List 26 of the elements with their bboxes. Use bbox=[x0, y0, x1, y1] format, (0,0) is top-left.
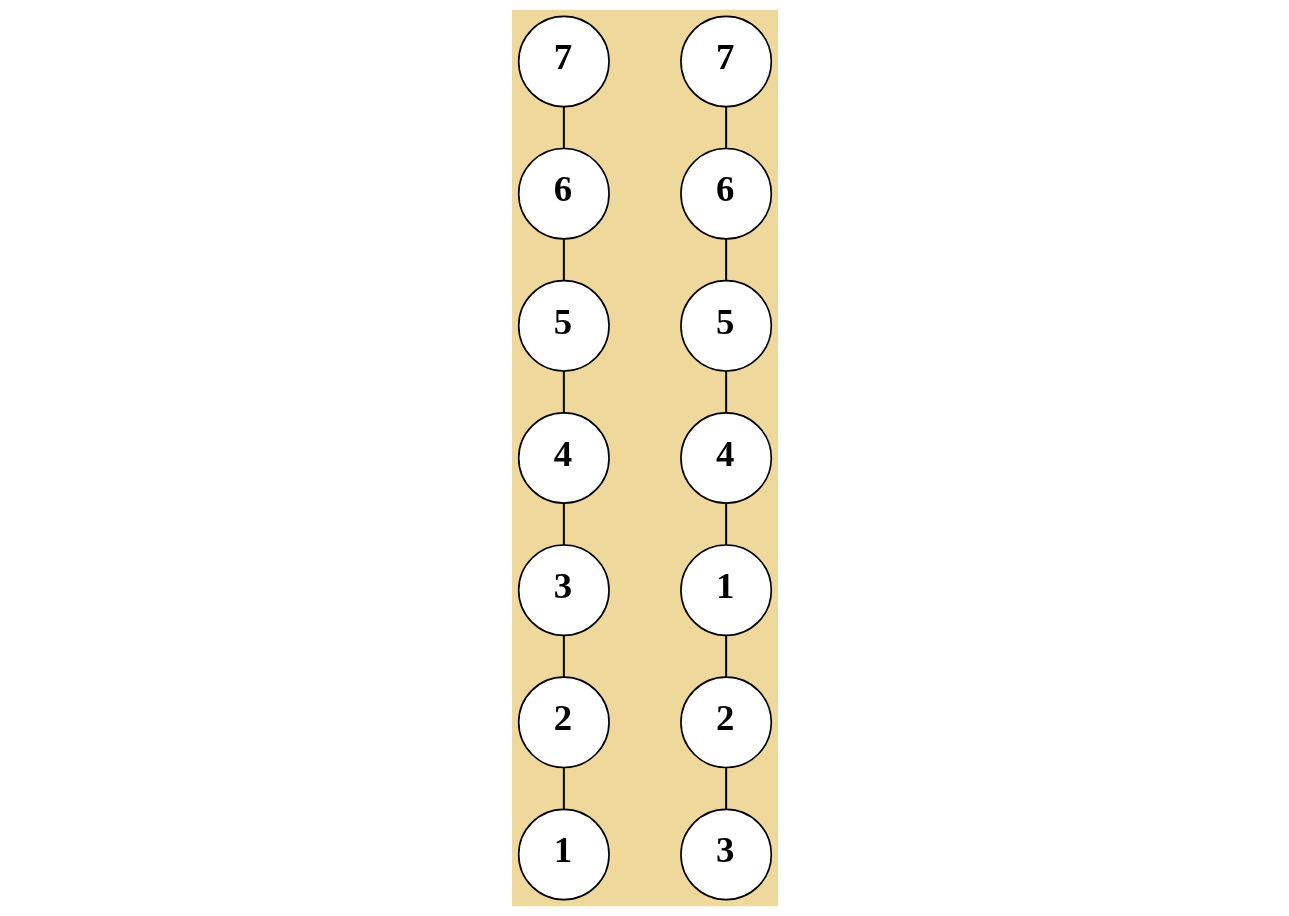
connector bbox=[724, 503, 727, 545]
node-circle: 6 bbox=[517, 147, 610, 240]
node-circle: 4 bbox=[517, 412, 610, 504]
node-circle: 1 bbox=[679, 544, 772, 637]
connector bbox=[724, 767, 727, 810]
connector bbox=[724, 635, 727, 678]
connector bbox=[562, 503, 565, 545]
node-circle: 2 bbox=[679, 676, 772, 769]
connector bbox=[562, 238, 565, 281]
node-circle: 7 bbox=[517, 15, 610, 108]
node-circle: 5 bbox=[517, 279, 610, 372]
node-circle: 7 bbox=[679, 15, 772, 108]
connector bbox=[724, 371, 727, 413]
node-circle: 5 bbox=[679, 279, 772, 372]
connector bbox=[724, 238, 727, 281]
connector bbox=[562, 106, 565, 149]
node-circle: 2 bbox=[517, 676, 610, 769]
node-circle: 3 bbox=[517, 544, 610, 637]
connector bbox=[562, 371, 565, 413]
node-circle: 1 bbox=[517, 808, 610, 901]
connector bbox=[562, 635, 565, 678]
node-circle: 3 bbox=[679, 808, 772, 901]
node-circle: 6 bbox=[679, 147, 772, 240]
node-circle: 4 bbox=[679, 412, 772, 504]
connector bbox=[724, 106, 727, 149]
connector bbox=[562, 767, 565, 810]
